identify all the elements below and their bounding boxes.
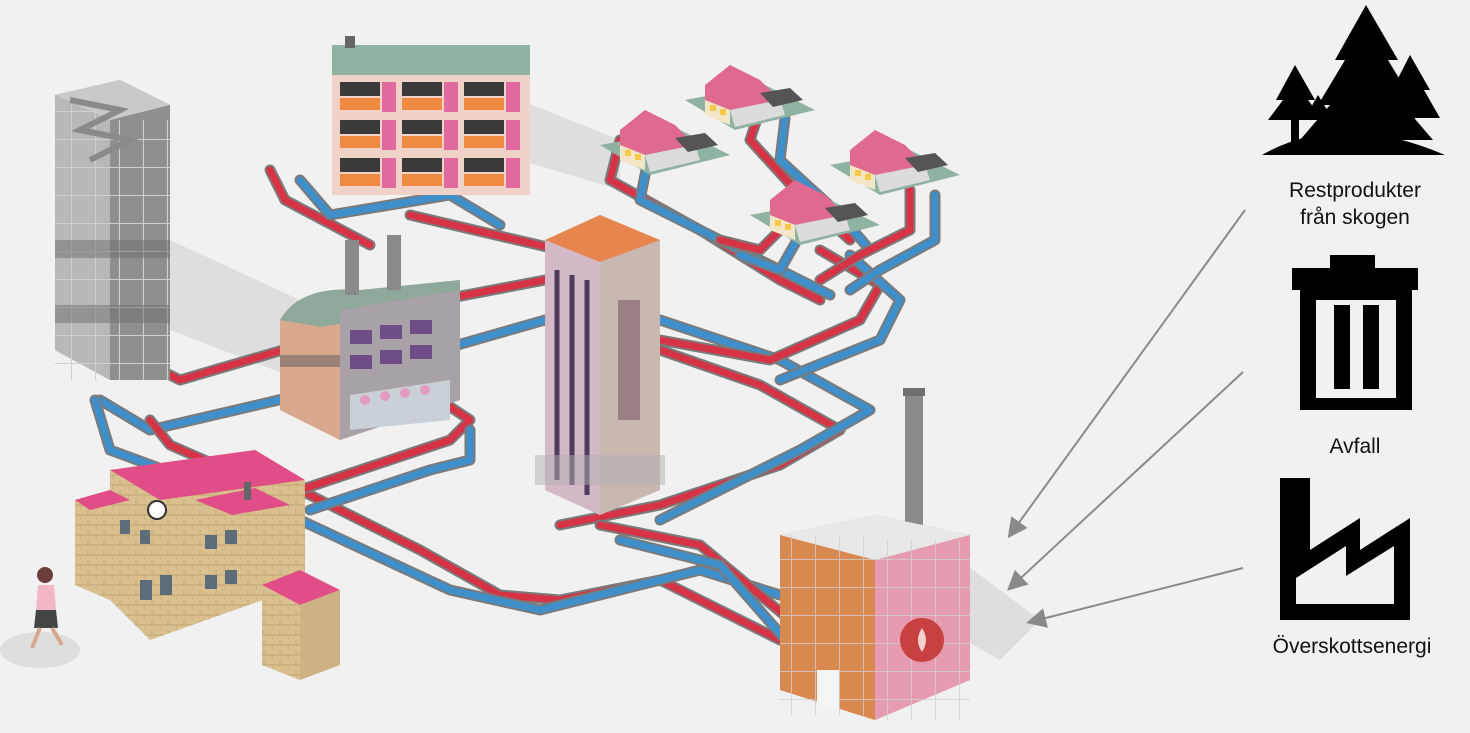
supply-pipe: [406, 211, 564, 254]
apartment-balcony: [464, 136, 504, 148]
apartment-window: [402, 158, 442, 172]
office-tower-building: [55, 80, 170, 380]
apartment-window: [340, 158, 380, 172]
return-pipe: [656, 316, 874, 524]
return-pipe: [736, 231, 804, 274]
return-pipe: [91, 396, 784, 614]
apartment-balcony: [464, 174, 504, 186]
return-pipe: [846, 191, 939, 294]
villa-house: [830, 130, 960, 195]
arrow-excess-to-plant: [1026, 567, 1244, 628]
apartment-panel: [506, 82, 520, 112]
apartment-panel: [382, 120, 396, 150]
apartment-window: [340, 120, 380, 134]
supply-pipe: [596, 521, 794, 624]
return-pipe: [296, 176, 504, 229]
apartment-balcony: [340, 174, 380, 186]
apartment-balcony: [402, 98, 442, 110]
apartment-balcony: [402, 136, 442, 148]
factory-icon: [1280, 478, 1410, 620]
waste-label: Avfall: [1329, 435, 1381, 458]
shop-building: [280, 235, 460, 440]
apartment-block-building: [332, 36, 530, 195]
apartment-panel: [382, 158, 396, 188]
supply-pipe: [816, 186, 914, 284]
villa-house: [685, 65, 815, 130]
school-building: [75, 450, 340, 680]
trash-can-icon: [1292, 255, 1418, 410]
excess-energy-label: Överskottsenergi: [1272, 635, 1432, 658]
apartment-window: [402, 120, 442, 134]
apartment-window: [340, 82, 380, 96]
apartment-window: [402, 82, 442, 96]
arrow-forest-to-plant: [1007, 209, 1246, 539]
apartment-window: [464, 158, 504, 172]
apartment-panel: [444, 82, 458, 112]
return-pipe: [306, 426, 474, 514]
glass-tower-building: [535, 215, 665, 515]
supply-pipe: [716, 226, 784, 254]
apartment-panel: [444, 158, 458, 188]
apartment-window: [464, 120, 504, 134]
apartment-balcony: [402, 174, 442, 186]
apartment-panel: [506, 158, 520, 188]
apartment-balcony: [340, 98, 380, 110]
heating-plant: [780, 388, 970, 720]
return-pipe: [616, 536, 794, 649]
apartment-panel: [444, 120, 458, 150]
villa-house: [600, 110, 730, 175]
arrow-waste-to-plant: [1007, 371, 1244, 591]
supply-pipe: [296, 396, 474, 494]
forest-residues-label: Restprodukter från skogen: [1289, 179, 1421, 229]
apartment-panel: [382, 82, 396, 112]
pedestrian-figure: [30, 567, 64, 649]
supply-pipe: [266, 166, 374, 249]
forest-icon: [1262, 5, 1445, 155]
apartment-balcony: [464, 98, 504, 110]
villa-houses: [600, 65, 960, 245]
apartment-window: [464, 82, 504, 96]
villa-house: [750, 180, 880, 245]
apartment-balcony: [340, 136, 380, 148]
supply-pipe: [656, 246, 884, 364]
apartment-panel: [506, 120, 520, 150]
flow-arrows: [1007, 209, 1246, 628]
